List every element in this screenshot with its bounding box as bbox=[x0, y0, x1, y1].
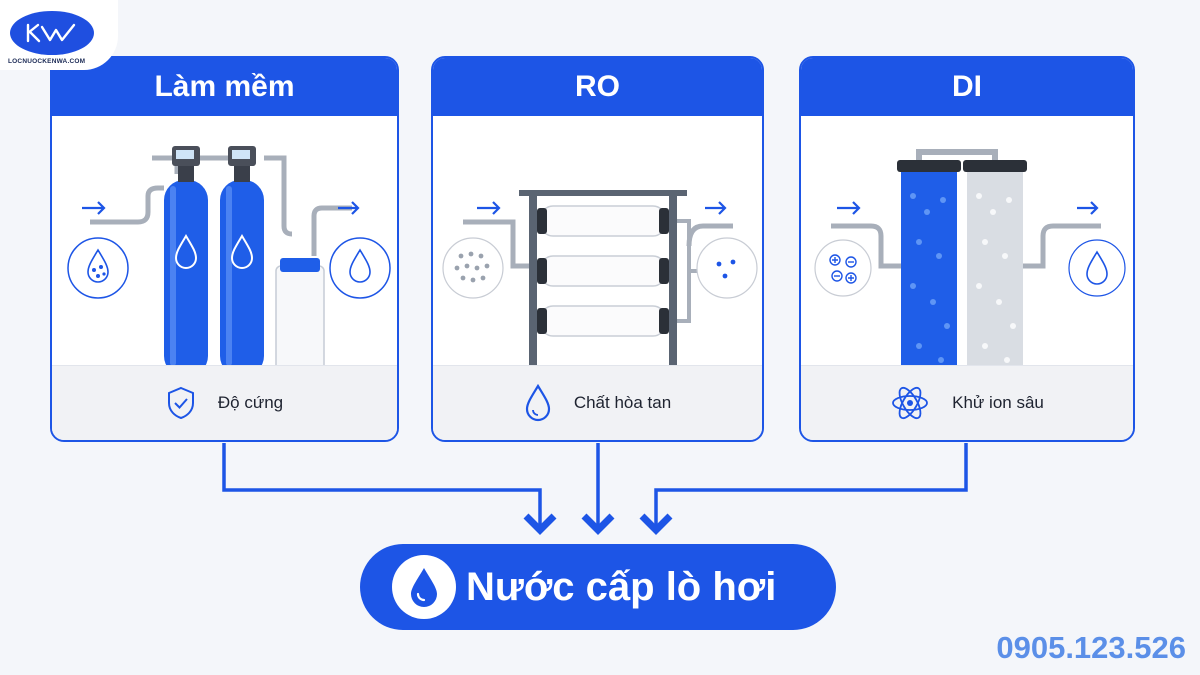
water-drop-icon bbox=[525, 384, 550, 422]
flow-line-softener bbox=[222, 443, 557, 535]
card-title: Làm mềm bbox=[52, 58, 397, 116]
flow-line-di bbox=[639, 443, 968, 535]
hotline-phone[interactable]: 0905.123.526 bbox=[996, 630, 1186, 665]
water-drop-icon bbox=[392, 555, 456, 619]
softener-illustration bbox=[52, 116, 397, 368]
logo-mark bbox=[10, 11, 94, 55]
card-footer: Độ cứng bbox=[52, 365, 397, 440]
card-ro: RO bbox=[431, 56, 764, 442]
atom-icon bbox=[892, 386, 929, 420]
card-softener: Làm mềm bbox=[50, 56, 399, 442]
inlet-arrow-icon bbox=[837, 201, 861, 215]
logo-site-text: LOCNUOCKENWA.COM bbox=[8, 58, 86, 65]
card-title: RO bbox=[433, 58, 762, 116]
card-footer-label: Chất hòa tan bbox=[573, 393, 672, 412]
cation-resin-column bbox=[897, 160, 961, 368]
card-di: DI bbox=[799, 56, 1135, 442]
ions-icon bbox=[814, 239, 872, 297]
card-footer-label: Khử ion sâu bbox=[952, 393, 1044, 412]
outlet-arrow-icon bbox=[338, 201, 360, 215]
soft-water-icon bbox=[329, 237, 391, 299]
ro-illustration bbox=[433, 116, 762, 368]
dissolved-solids-icon bbox=[442, 237, 504, 299]
card-footer-label: Độ cứng bbox=[217, 393, 284, 412]
ro-membrane-rack bbox=[519, 190, 705, 368]
shield-check-icon bbox=[167, 386, 194, 420]
brine-tank bbox=[275, 258, 325, 368]
outlet-arrow-icon bbox=[1077, 201, 1099, 215]
di-illustration bbox=[801, 116, 1133, 368]
softener-tank-1 bbox=[164, 146, 208, 368]
boiler-feed-water-badge: Nước cấp lò hơi bbox=[360, 544, 836, 630]
inlet-arrow-icon bbox=[82, 201, 106, 215]
inlet-arrow-icon bbox=[477, 201, 501, 215]
anion-resin-column bbox=[963, 160, 1027, 368]
card-footer: Khử ion sâu bbox=[801, 365, 1133, 440]
card-title: DI bbox=[801, 58, 1133, 116]
pure-water-icon bbox=[1068, 239, 1126, 297]
card-footer: Chất hòa tan bbox=[433, 365, 762, 440]
softener-tank-2 bbox=[220, 146, 264, 368]
purified-water-icon bbox=[696, 237, 758, 299]
hard-water-icon bbox=[67, 237, 129, 299]
result-label: Nước cấp lò hơi bbox=[466, 564, 777, 609]
outlet-arrow-icon bbox=[705, 201, 727, 215]
brand-logo[interactable]: LOCNUOCKENWA.COM bbox=[0, 0, 118, 70]
